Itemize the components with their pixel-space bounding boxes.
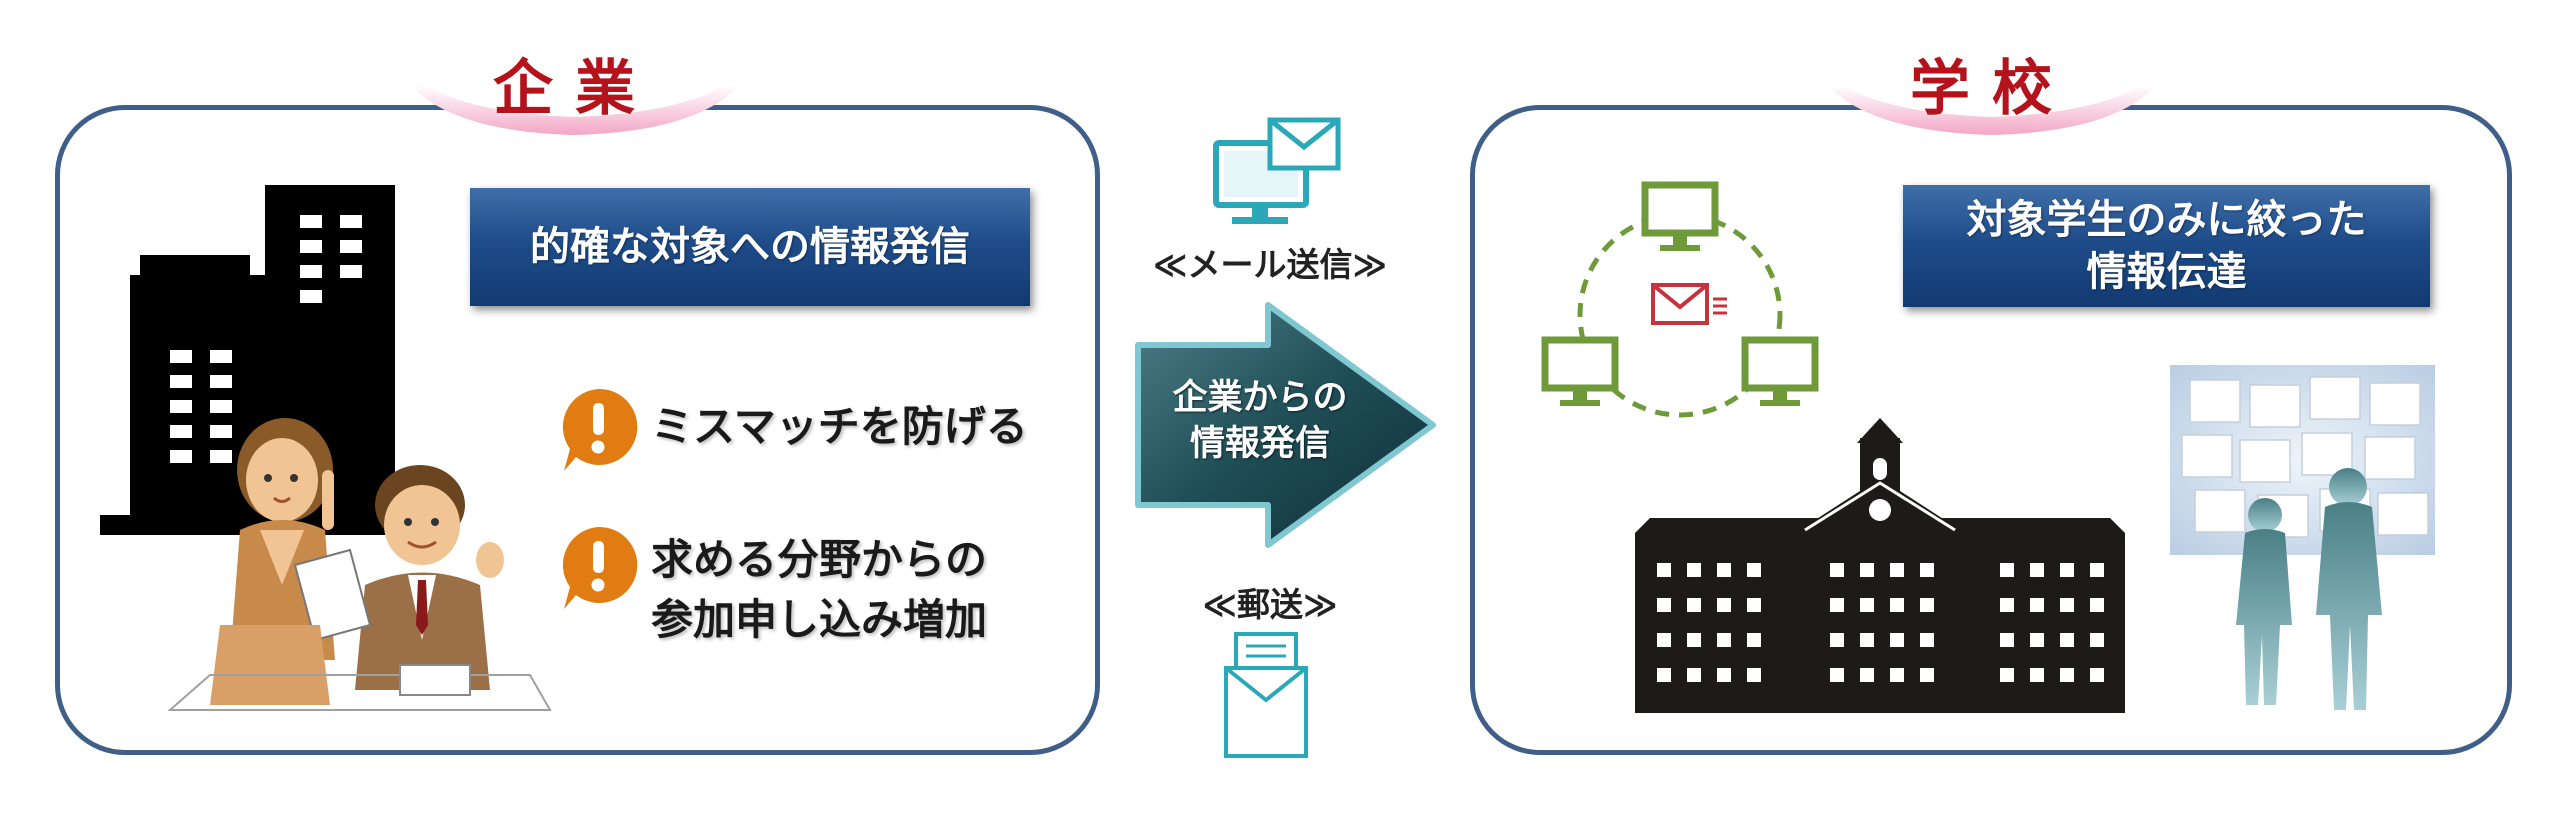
benefit-text-line2: 参加申し込み増加 [651, 595, 988, 644]
network-diagram-icon [1541, 181, 1819, 418]
school-building-icon [1635, 418, 2125, 713]
arrow-label-line1: 企業からの [1172, 378, 1348, 418]
arrow-label: 企業からの 情報発信 [1160, 375, 1360, 467]
company-title: 企業 [493, 54, 657, 124]
tab-shape [1805, 25, 2179, 135]
post-caption: ≪郵送≫ [1202, 585, 1338, 624]
alert-icon [562, 388, 638, 471]
school-headline-line2: 情報伝達 [2086, 249, 2247, 295]
school-title: 学校 [1910, 54, 2074, 124]
computer-mail-icon [1213, 117, 1341, 224]
flow-arrow [1135, 302, 1436, 548]
company-tab: 企業 [380, 0, 770, 135]
mail-caption: ≪メール送信≫ [1152, 245, 1388, 284]
company-headline: 的確な対象への情報発信 [470, 188, 1030, 306]
benefit-text: ミスマッチを防げる [651, 402, 1028, 451]
benefit-text: 求める分野からの 参加申し込み増加 [651, 530, 987, 650]
business-people-illustration [167, 418, 552, 711]
school-headline: 対象学生のみに絞った 情報伝達 [1903, 185, 2430, 307]
tab-shape [388, 25, 762, 135]
school-headline-line1: 対象学生のみに絞った [1966, 197, 2367, 243]
benefit-text-line1: 求める分野からの [651, 535, 988, 584]
alert-icon [562, 526, 638, 609]
school-tab: 学校 [1797, 0, 2187, 135]
arrow-label-line2: 情報発信 [1189, 424, 1330, 464]
benefit-item: ミスマッチを防げる [556, 385, 1056, 475]
bulletin-board-students-illustration [2170, 365, 2435, 710]
postal-mail-icon [1224, 632, 1308, 758]
benefit-item: 求める分野からの 参加申し込み増加 [556, 523, 1056, 663]
